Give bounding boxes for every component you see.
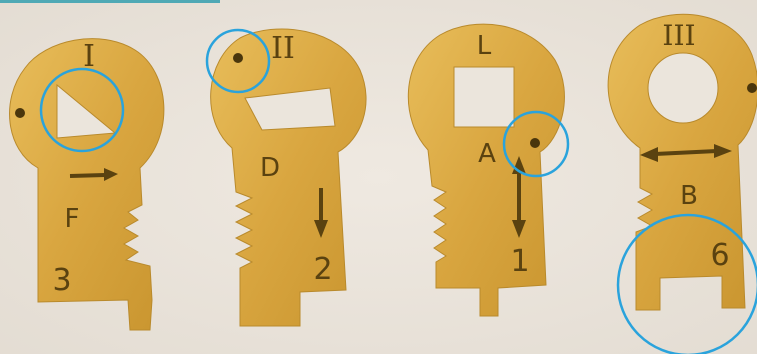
key-4-body (607, 13, 757, 311)
key-1-body (9, 38, 165, 331)
key-3-dot (530, 138, 540, 148)
key-3-letter: A (478, 139, 496, 169)
key-2-number: 2 (313, 252, 332, 287)
key-4-round-cutout (647, 52, 719, 124)
key-3-roman: L (477, 31, 492, 61)
key-2-roman: II (271, 31, 295, 66)
key-2-letter: D (260, 153, 280, 183)
key-3-number: 1 (510, 244, 529, 279)
key-1-number: 3 (52, 263, 71, 298)
key-1-roman: I (83, 39, 95, 74)
key-4[interactable]: III B 6 (607, 13, 757, 354)
key-1-dot (15, 108, 25, 118)
vertical-double-arrow-icon-bottom (512, 220, 526, 238)
key-3-body (407, 23, 565, 317)
key-4-arrow-shaft (654, 149, 718, 156)
key-1-arrow-shaft (69, 173, 106, 178)
key-1[interactable]: I F 3 (9, 38, 165, 331)
down-arrow-icon (314, 220, 328, 238)
key-4-number: 6 (710, 238, 729, 273)
key-2-highlight-circle (205, 28, 271, 94)
key-3-square-cutout (453, 66, 515, 128)
horizontal-double-arrow-icon-right (714, 144, 732, 158)
key-3[interactable]: L A 1 (407, 23, 570, 317)
key-1-letter: F (65, 204, 80, 234)
key-4-letter: B (680, 181, 698, 211)
top-bar (0, 0, 220, 3)
horizontal-double-arrow-icon (640, 147, 658, 162)
key-1-highlight-circle (39, 67, 125, 153)
key-2-dot (233, 53, 243, 63)
key-4-dot (747, 83, 757, 93)
key-4-highlight-circle (616, 213, 757, 354)
key-3-highlight-circle (502, 110, 570, 178)
key-2-parallelogram-cutout (244, 87, 336, 131)
key-4-roman: III (662, 19, 695, 52)
right-arrow-icon (104, 168, 118, 181)
key-2[interactable]: II D 2 (205, 28, 367, 327)
key-1-triangle-cutout (56, 83, 117, 139)
